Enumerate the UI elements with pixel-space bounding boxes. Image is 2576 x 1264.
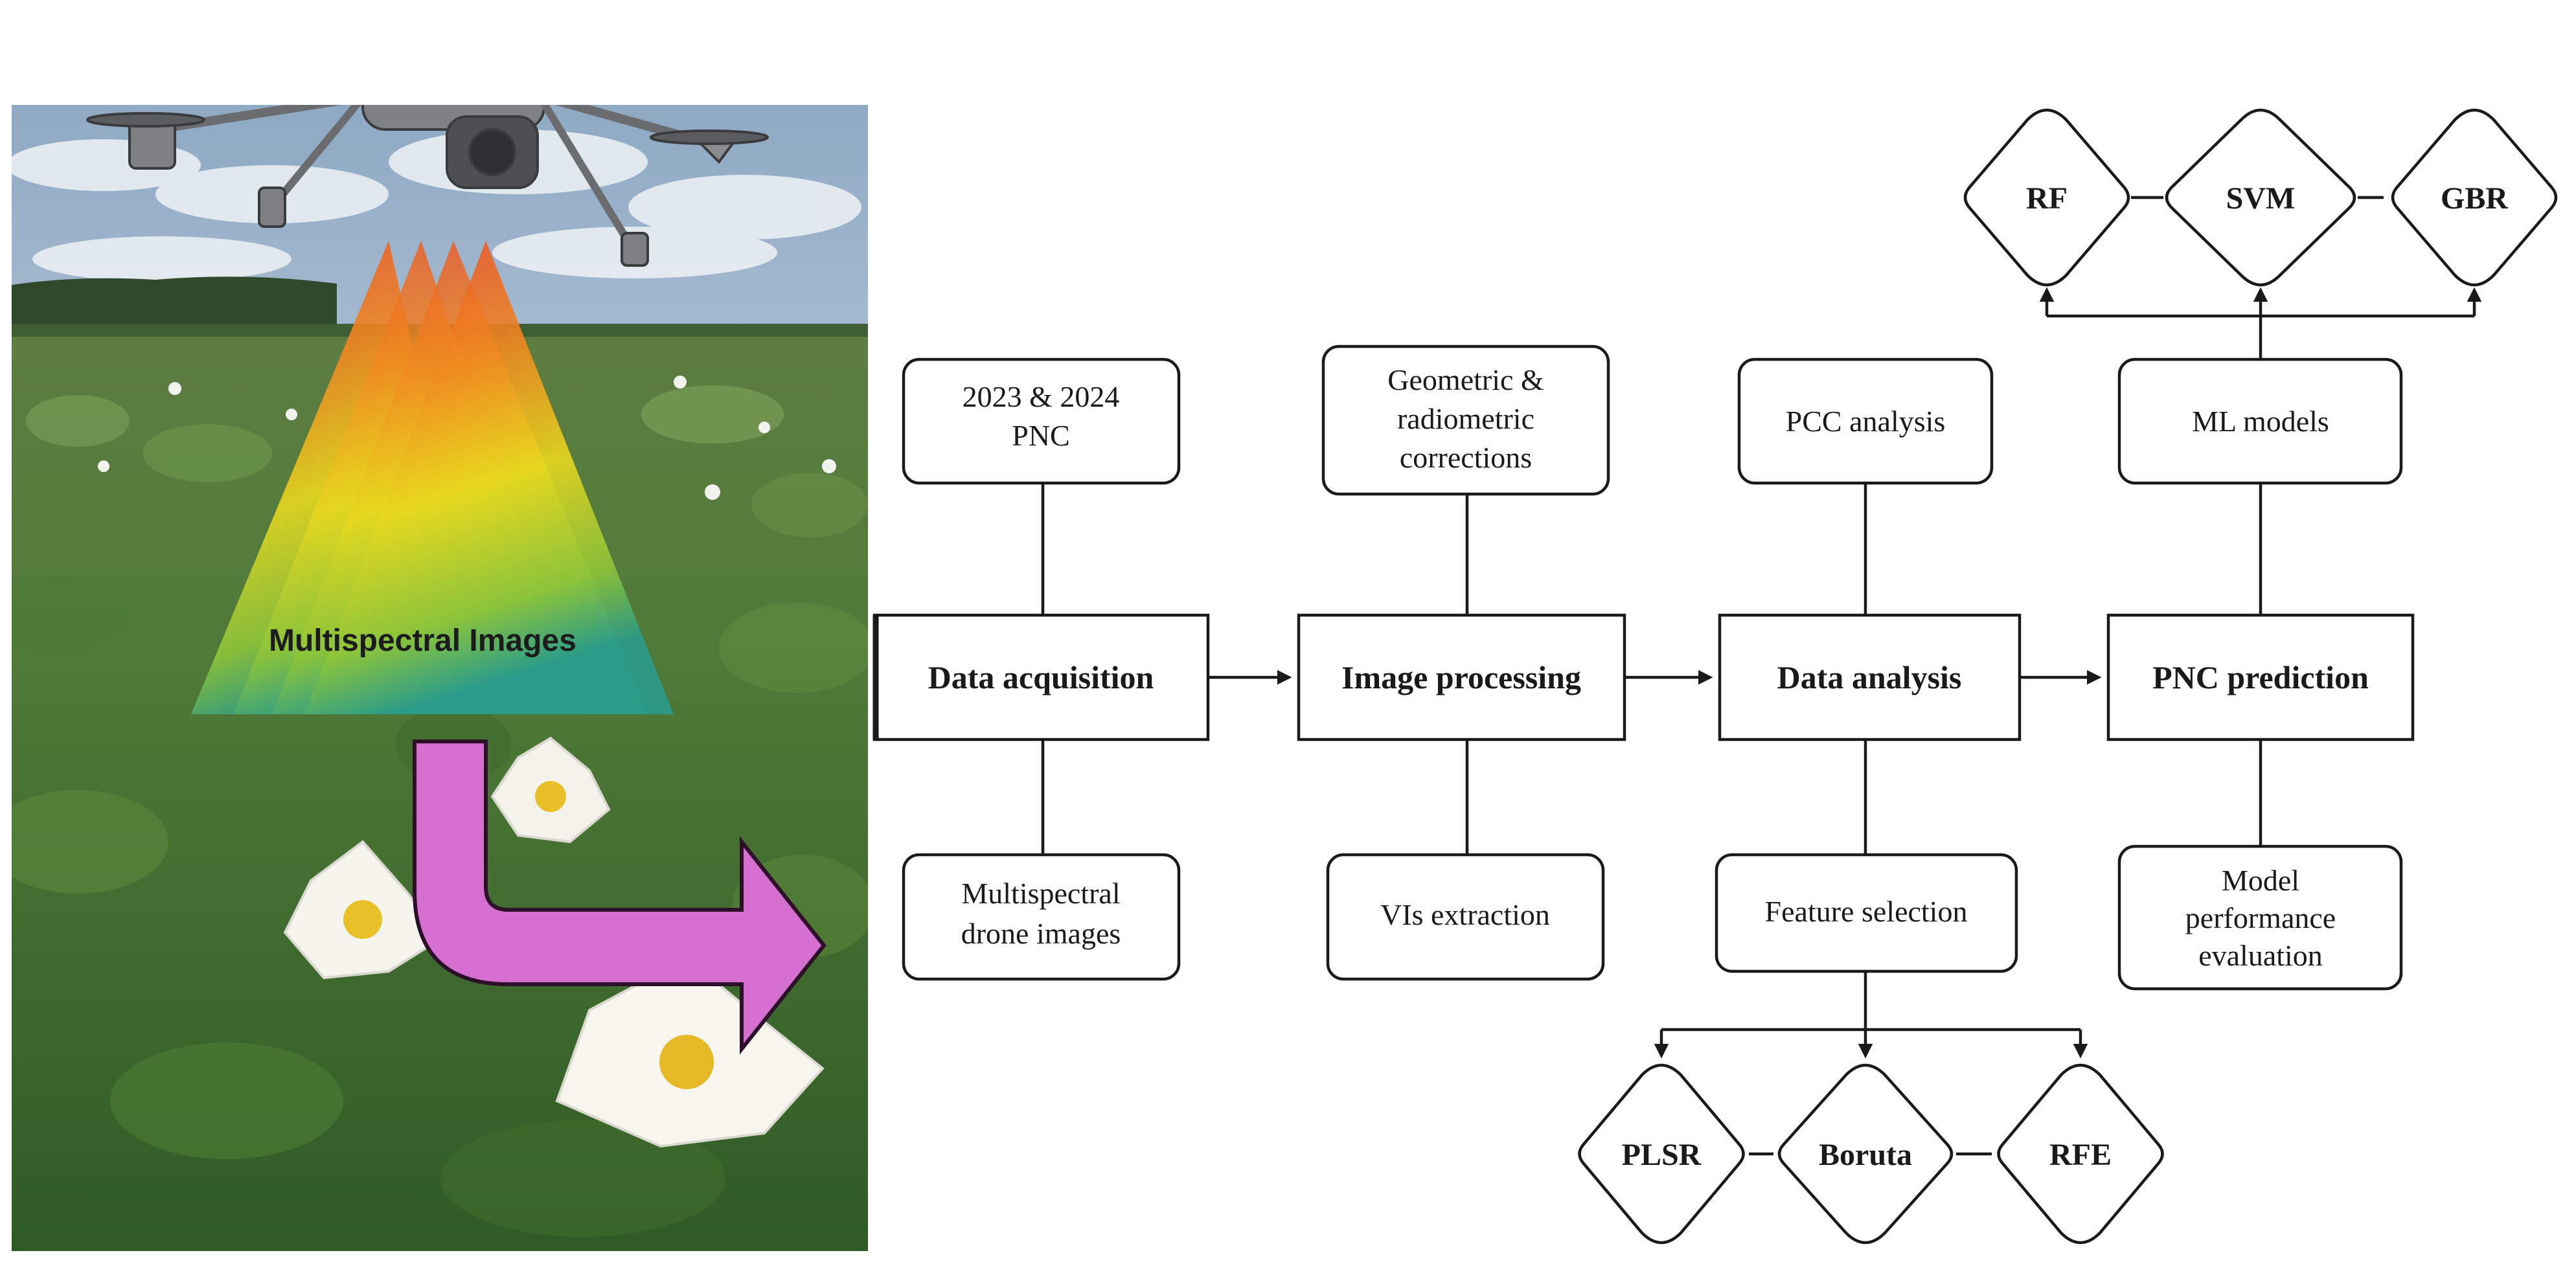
box-pnc-data xyxy=(902,357,1181,485)
bottom-boxes xyxy=(902,844,2403,991)
selector-diamonds xyxy=(1578,1063,2164,1245)
label-data-acquisition: Data acquisition xyxy=(928,659,1154,695)
main-steps xyxy=(872,613,2415,741)
workflow-diagram xyxy=(1041,196,2482,1156)
step-data-analysis xyxy=(1718,613,2022,741)
label-eval-line2: performance xyxy=(2185,901,2336,934)
label-corrections-line3: corrections xyxy=(1400,441,1532,474)
label-pnc-line2: PNC xyxy=(1012,419,1069,452)
box-drone-images xyxy=(902,853,1181,981)
diamond-labels: RF SVM GBR PLSR Boruta RFE xyxy=(1622,181,2509,1172)
label-corrections-line1: Geometric & xyxy=(1387,363,1544,396)
step-pnc-prediction xyxy=(2106,613,2415,741)
label-data-analysis: Data analysis xyxy=(1777,659,1962,695)
leaf-texture xyxy=(12,385,868,1237)
model-diamonds xyxy=(1963,108,2558,287)
multispectral-label: Multispectral Images xyxy=(269,624,576,658)
label-feature-selection: Feature selection xyxy=(1765,895,1968,928)
bottom-box-labels: Multispectral drone images VIs extractio… xyxy=(961,864,2336,972)
flow-arrow-magenta xyxy=(413,739,826,1055)
top-box-labels: 2023 & 2024 PNC Geometric & radiometric … xyxy=(963,363,2329,474)
label-pcc-analysis: PCC analysis xyxy=(1786,405,1946,438)
label-vis-extraction: VIs extraction xyxy=(1380,898,1550,931)
box-vis-extraction xyxy=(1326,853,1605,981)
label-drone-line2: drone images xyxy=(961,917,1121,950)
box-corrections xyxy=(1321,344,1610,496)
label-gbr: GBR xyxy=(2441,181,2509,216)
label-corrections-line2: radiometric xyxy=(1397,402,1534,435)
label-eval-line1: Model xyxy=(2222,864,2299,897)
diamond-gbr xyxy=(2391,108,2558,287)
distant-flowers xyxy=(98,376,836,500)
main-step-labels: Data acquisition Image processing Data a… xyxy=(928,659,2369,695)
label-rfe: RFE xyxy=(2049,1138,2112,1172)
box-ml-models xyxy=(2117,357,2403,485)
label-pnc-line1: 2023 & 2024 xyxy=(963,380,1120,413)
field-photo: Multispectral Images xyxy=(12,105,868,1251)
diamond-svm xyxy=(2165,108,2356,287)
label-boruta: Boruta xyxy=(1819,1138,1912,1172)
step-image-processing xyxy=(1297,613,1626,741)
tree-line xyxy=(12,276,337,330)
label-plsr: PLSR xyxy=(1622,1138,1702,1172)
drone-icon xyxy=(86,105,769,267)
diamond-boruta xyxy=(1777,1063,1954,1245)
label-image-processing: Image processing xyxy=(1341,659,1581,695)
diamond-plsr xyxy=(1578,1063,1745,1245)
diamond-rfe xyxy=(1997,1063,2164,1245)
label-pnc-prediction: PNC prediction xyxy=(2152,659,2369,695)
box-pcc-analysis xyxy=(1737,357,1994,485)
multispectral-beam xyxy=(191,241,674,714)
label-svm: SVM xyxy=(2226,181,2296,216)
label-eval-line3: evaluation xyxy=(2198,939,2323,972)
diamond-rf xyxy=(1963,108,2130,287)
label-drone-line1: Multispectral xyxy=(961,877,1120,910)
box-model-evaluation xyxy=(2117,844,2403,991)
top-boxes xyxy=(902,344,2403,496)
label-rf: RF xyxy=(2026,181,2068,216)
box-feature-selection xyxy=(1715,853,2018,973)
label-ml-models: ML models xyxy=(2192,405,2329,438)
